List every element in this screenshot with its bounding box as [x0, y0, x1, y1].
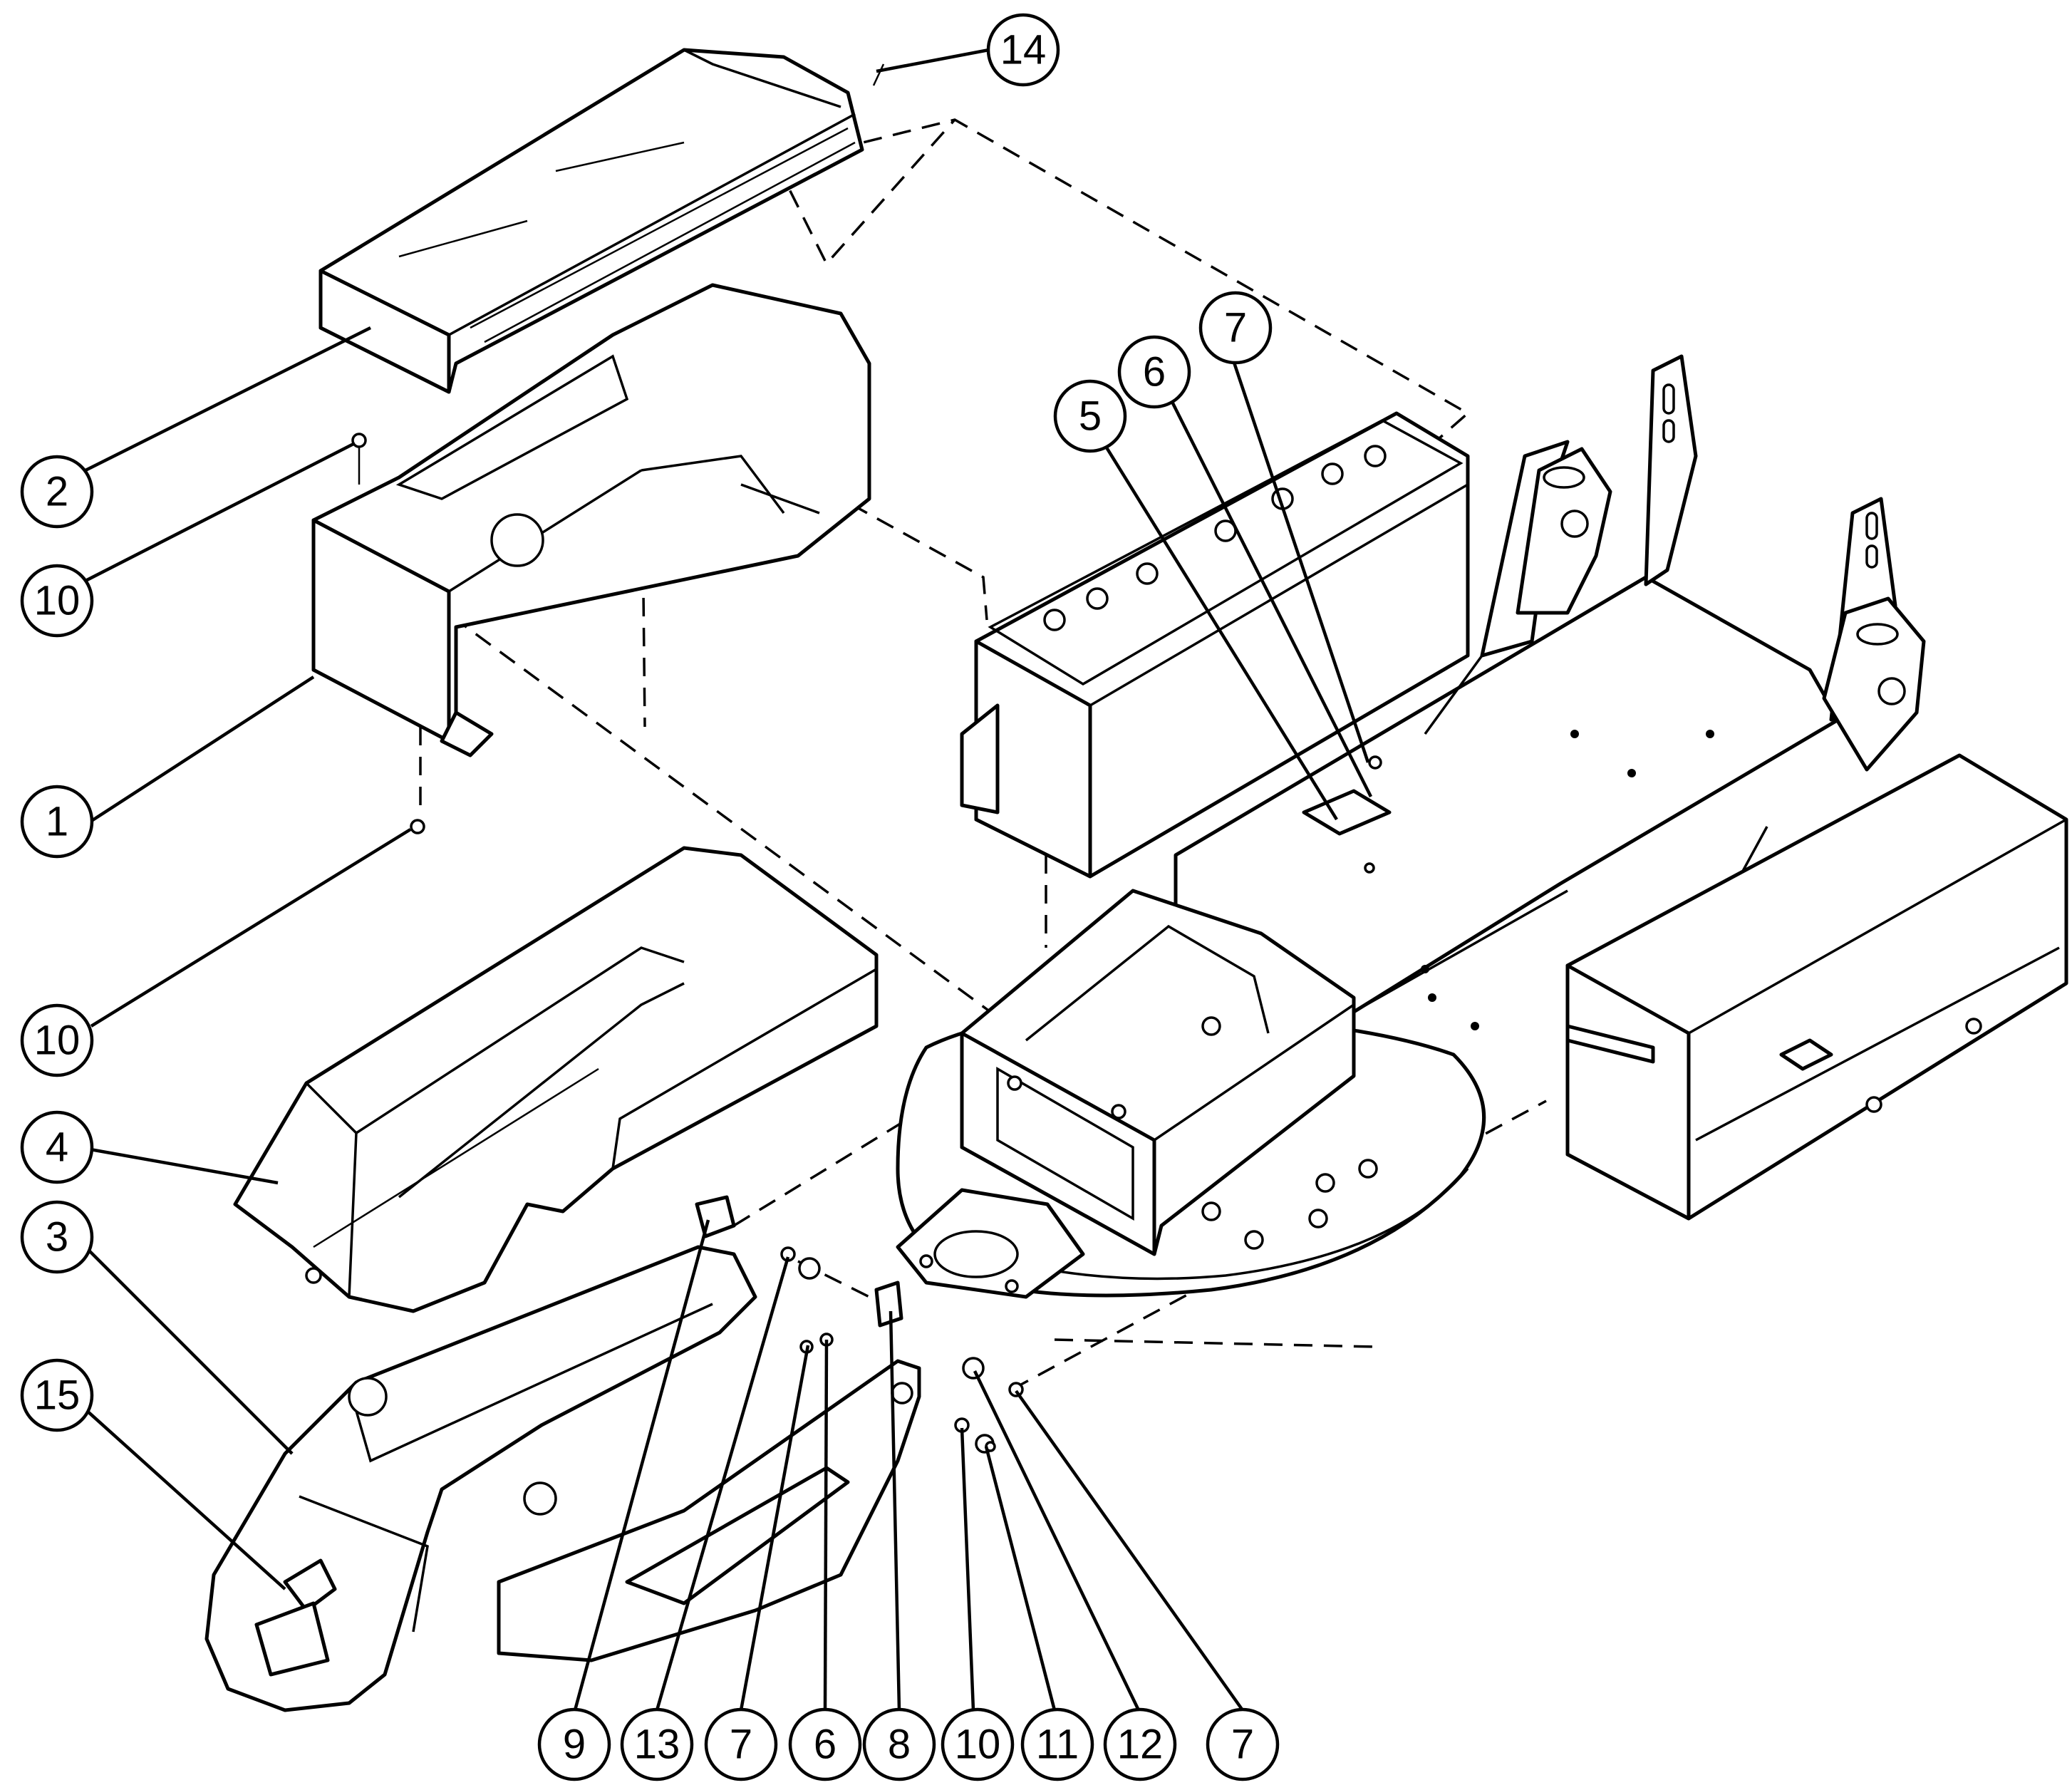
- svg-text:10: 10: [34, 578, 81, 624]
- svg-text:6: 6: [1143, 349, 1166, 395]
- svg-text:1: 1: [46, 799, 68, 845]
- svg-text:14: 14: [1000, 27, 1047, 73]
- right-tray: [1565, 753, 2068, 1221]
- svg-text:8: 8: [888, 1722, 911, 1768]
- hardware-fasteners: [351, 63, 1382, 1454]
- svg-text:12: 12: [1117, 1722, 1164, 1768]
- callout-1: 1: [20, 785, 94, 859]
- callout-10-upper: 10: [20, 564, 94, 638]
- svg-text:11: 11: [1036, 1722, 1079, 1768]
- callout-10-bottom: 10: [941, 1707, 1015, 1781]
- svg-text:13: 13: [634, 1722, 680, 1768]
- callout-12: 12: [1103, 1707, 1177, 1781]
- svg-text:10: 10: [34, 1018, 81, 1064]
- leader-lines: [70, 48, 1373, 1712]
- svg-text:3: 3: [46, 1214, 68, 1261]
- main-frame-chassis: [896, 354, 1926, 1299]
- svg-text:6: 6: [814, 1722, 836, 1768]
- svg-text:4: 4: [46, 1124, 68, 1171]
- callout-15: 15: [20, 1358, 94, 1432]
- svg-text:5: 5: [1079, 393, 1102, 440]
- svg-text:7: 7: [1224, 305, 1247, 351]
- callout-2: 2: [20, 455, 94, 529]
- part-3-lower-shroud: [204, 1245, 921, 1712]
- callout-8: 8: [862, 1707, 936, 1781]
- svg-text:9: 9: [563, 1722, 586, 1768]
- callout-10-middle: 10: [20, 1003, 94, 1077]
- svg-text:7: 7: [730, 1722, 752, 1768]
- callout-bubbles: 14 2 10 1 10 4 3 15: [20, 13, 1280, 1781]
- callout-4: 4: [20, 1110, 94, 1184]
- callout-7-top: 7: [1198, 291, 1273, 365]
- svg-text:15: 15: [34, 1372, 81, 1419]
- callout-3: 3: [20, 1200, 94, 1274]
- controller-box: [960, 411, 1470, 879]
- part-14-top-lid: [318, 48, 864, 394]
- callout-5: 5: [1053, 379, 1127, 453]
- callout-6-top: 6: [1117, 335, 1191, 409]
- callout-13: 13: [620, 1707, 694, 1781]
- svg-text:2: 2: [46, 469, 68, 515]
- part-4-seat-cover: [233, 846, 879, 1313]
- svg-text:7: 7: [1231, 1722, 1254, 1768]
- callout-11: 11: [1020, 1707, 1094, 1781]
- callout-9: 9: [537, 1707, 611, 1781]
- callout-7-bottom-right: 7: [1206, 1707, 1280, 1781]
- part-1-console-shell: [311, 283, 871, 757]
- svg-text:10: 10: [955, 1722, 1001, 1768]
- callout-6-bottom: 6: [788, 1707, 862, 1781]
- callout-14: 14: [986, 13, 1060, 87]
- callout-7-bottom-left: 7: [704, 1707, 778, 1781]
